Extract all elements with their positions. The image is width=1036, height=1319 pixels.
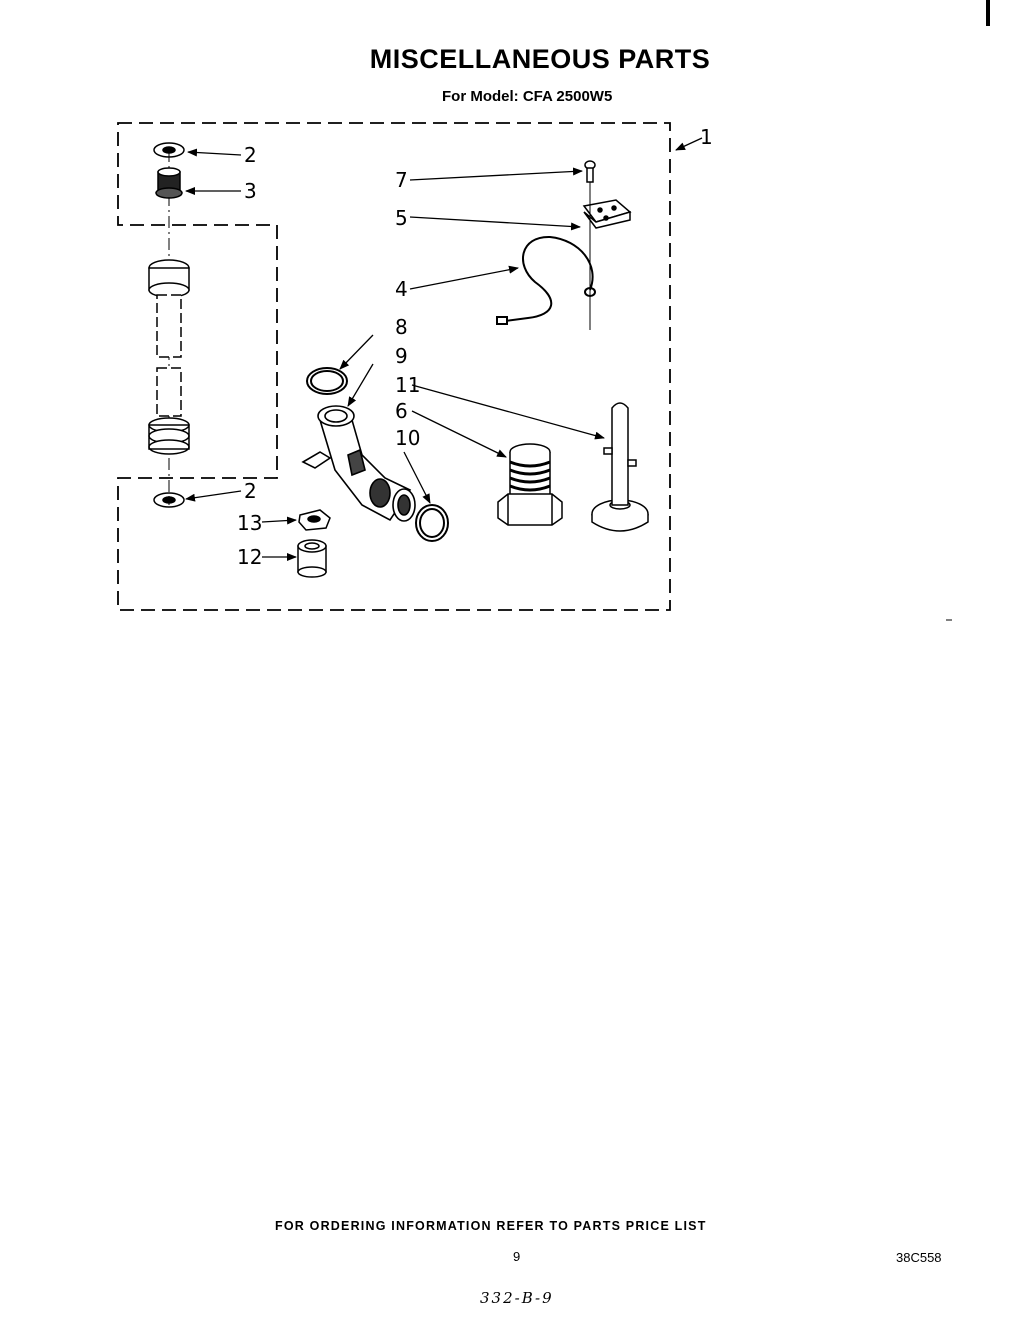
- part-washer-bottom: [153, 492, 185, 508]
- callout-2-top: 2: [244, 143, 257, 167]
- callout-10: 10: [395, 426, 420, 450]
- ordering-info-footer: FOR ORDERING INFORMATION REFER TO PARTS …: [275, 1219, 707, 1233]
- part-clamp-ring-8: [306, 367, 348, 395]
- part-agitator-post: [591, 402, 649, 532]
- page-number: 9: [513, 1249, 521, 1264]
- part-hex-nut: [298, 509, 331, 531]
- callout-7: 7: [395, 168, 408, 192]
- part-clamp-ring-10: [415, 504, 449, 542]
- callout-12: 12: [237, 545, 262, 569]
- callout-6: 6: [395, 399, 408, 423]
- part-drain-hose: [301, 405, 416, 522]
- handwritten-note: 332-B-9: [480, 1289, 554, 1307]
- part-boot: [497, 443, 563, 526]
- part-bracket: [582, 199, 632, 229]
- callout-labels: 1 2 3 7 5 4 8 9 11 6 10 2 13 12: [237, 125, 713, 569]
- callout-13: 13: [237, 511, 262, 535]
- document-code: 38C558: [896, 1250, 942, 1265]
- part-ground-wire: [496, 235, 596, 325]
- callout-2-bottom: 2: [244, 479, 257, 503]
- part-bushing: [297, 539, 327, 578]
- part-washer-top: [153, 142, 185, 158]
- callout-1: 1: [700, 125, 713, 149]
- callout-3: 3: [244, 179, 257, 203]
- part-shaft-assembly: [148, 259, 190, 455]
- callout-5: 5: [395, 206, 408, 230]
- page-title: MISCELLANEOUS PARTS: [369, 44, 711, 74]
- part-screw: [584, 160, 596, 183]
- callout-leaders: [185, 137, 703, 561]
- assembly-boundary: [117, 122, 671, 611]
- callout-4: 4: [395, 277, 408, 301]
- part-nut: [155, 167, 183, 199]
- callout-9: 9: [395, 344, 408, 368]
- scan-edge-mark: [986, 0, 990, 26]
- model-subtitle: For Model: CFA 2500W5: [442, 88, 613, 105]
- callout-11: 11: [395, 373, 420, 397]
- callout-8: 8: [395, 315, 408, 339]
